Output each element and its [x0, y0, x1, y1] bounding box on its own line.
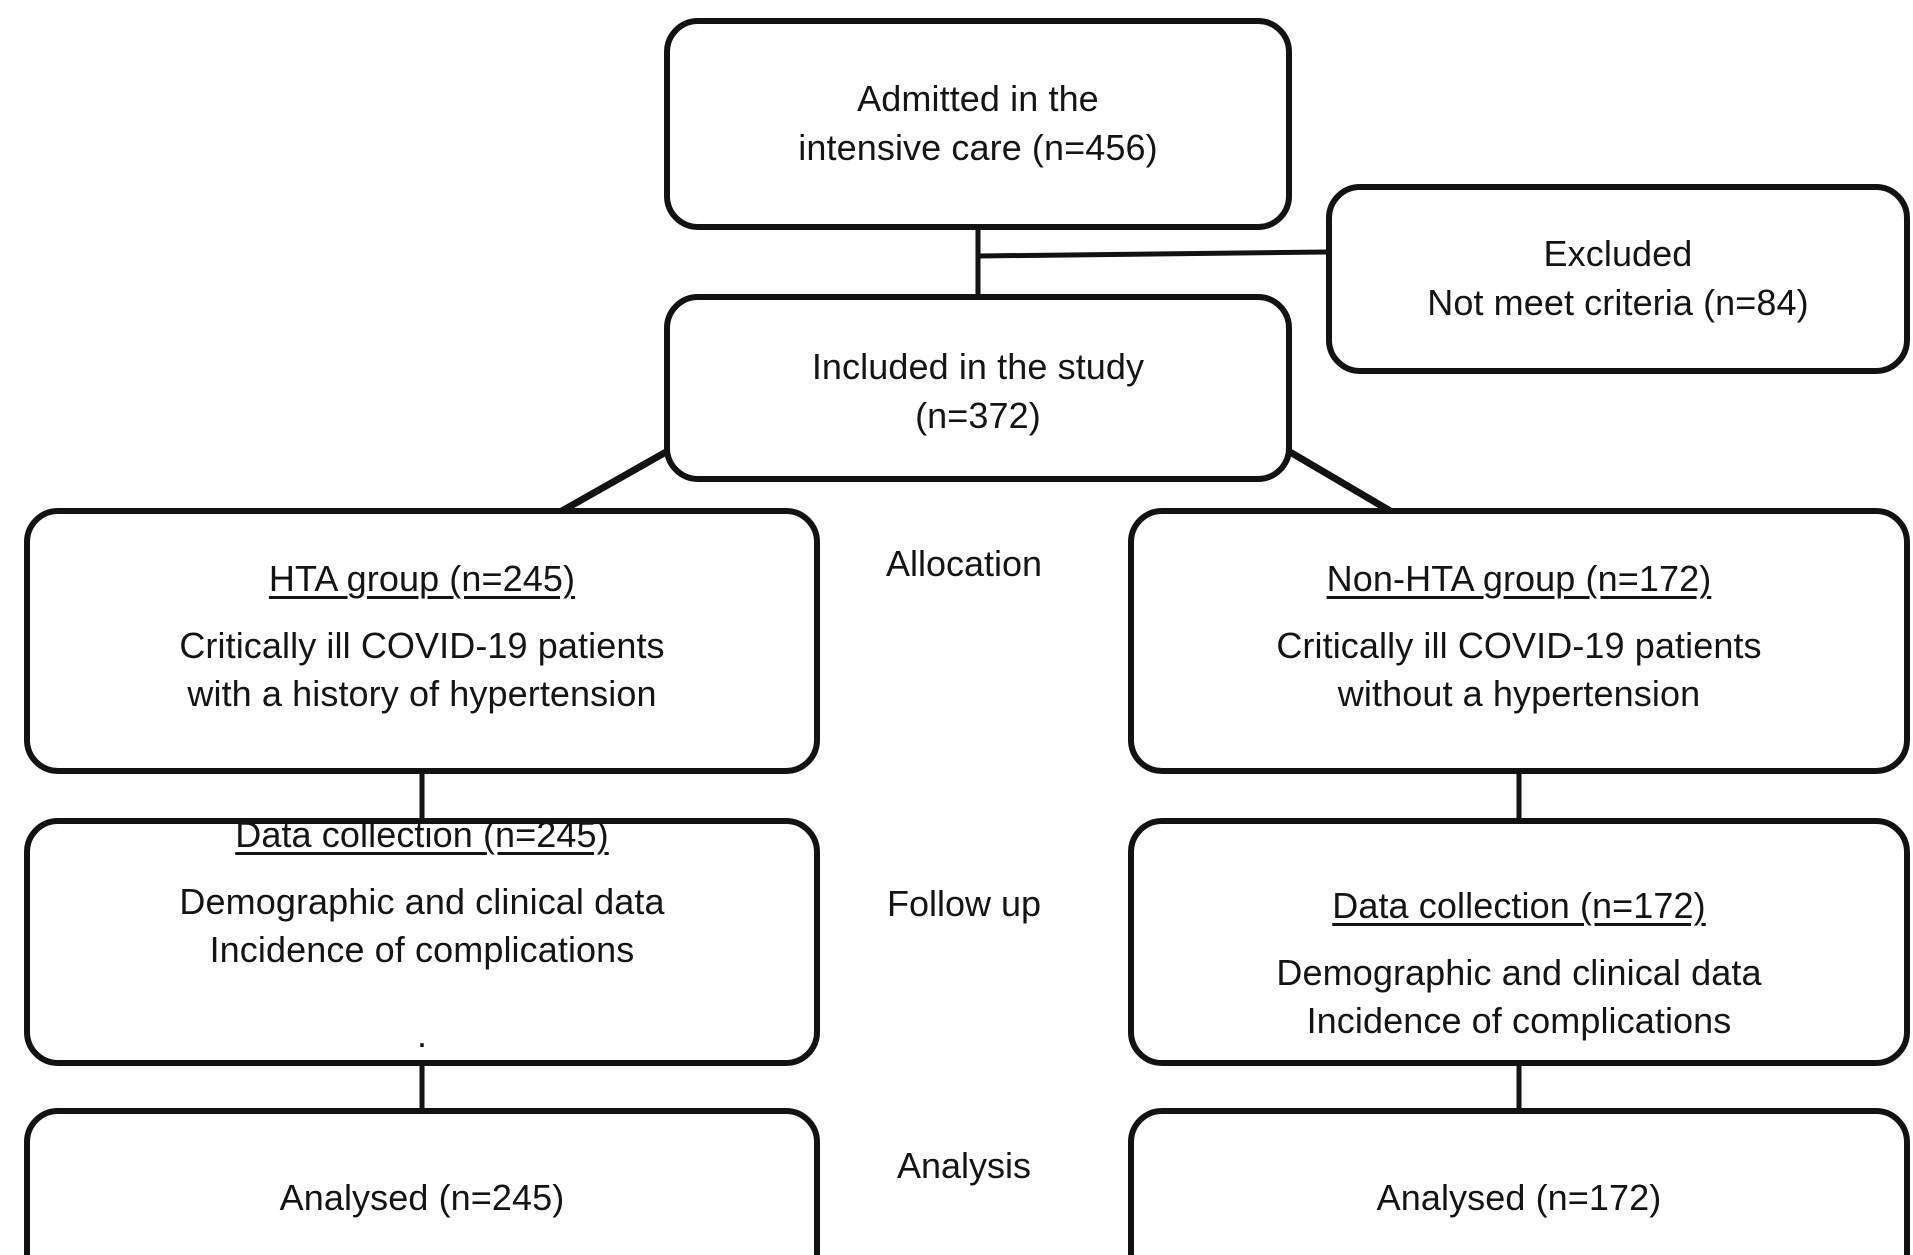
node-included-line-2: (n=372)	[915, 395, 1041, 436]
node-data-collection-non-hta-heading: Data collection (n=172)	[1332, 885, 1706, 927]
stage-label-analysis: Analysis	[896, 1145, 1032, 1186]
node-hta-group-line-1: Critically ill COVID-19 patients	[179, 624, 665, 666]
node-analysed-non-hta: Analysed (n=172)	[1128, 1108, 1910, 1255]
node-data-collection-hta-heading: Data collection (n=245)	[235, 814, 609, 856]
spacer	[179, 860, 664, 878]
node-data-collection-non-hta-line-2: Incidence of complications	[1306, 1000, 1732, 1042]
spacer	[1276, 931, 1761, 949]
connector-included-to-nonhta	[1288, 448, 1394, 516]
connector-included-to-hta	[558, 448, 668, 516]
node-data-collection-hta-line-2: Incidence of complications	[209, 929, 635, 971]
node-admitted-line-2: intensive care (n=456)	[798, 127, 1158, 168]
node-data-collection-non-hta: Data collection (n=172) Demographic and …	[1128, 818, 1910, 1066]
stage-label-allocation: Allocation	[885, 543, 1043, 584]
node-included-line-1: Included in the study	[811, 346, 1145, 388]
stray-mark: .	[416, 1013, 427, 1055]
node-excluded: Excluded Not meet criteria (n=84)	[1326, 184, 1910, 374]
node-non-hta-group-line-1: Critically ill COVID-19 patients	[1276, 624, 1762, 666]
node-analysed-non-hta-line-1: Analysed (n=172)	[1376, 1176, 1662, 1218]
node-hta-group-line-2: with a history of hypertension	[187, 673, 657, 715]
node-excluded-line-1: Excluded	[1543, 233, 1693, 275]
node-hta-group-heading: HTA group (n=245)	[268, 558, 576, 600]
node-non-hta-group: Non-HTA group (n=172) Critically ill COV…	[1128, 508, 1910, 774]
node-analysed-hta-line-1: Analysed (n=245)	[279, 1176, 565, 1218]
node-hta-group: HTA group (n=245) Critically ill COVID-1…	[24, 508, 820, 774]
node-included-in-study: Included in the study (n=372)	[664, 294, 1292, 482]
node-admitted-line-1: Admitted in the	[857, 78, 1099, 120]
connector-excluded-branch	[977, 249, 1327, 259]
node-excluded-line-2: Not meet criteria (n=84)	[1427, 282, 1809, 323]
stage-label-follow-up: Follow up	[886, 883, 1042, 924]
node-analysed-hta: Analysed (n=245)	[24, 1108, 820, 1255]
node-non-hta-group-line-2: without a hypertension	[1337, 673, 1701, 715]
spacer	[179, 604, 664, 622]
node-data-collection-non-hta-line-1: Demographic and clinical data	[1276, 951, 1762, 993]
node-data-collection-hta: Data collection (n=245) Demographic and …	[24, 814, 820, 1066]
node-admitted-intensive-care: Admitted in the intensive care (n=456)	[664, 18, 1292, 230]
spacer	[1276, 604, 1761, 622]
node-non-hta-group-heading: Non-HTA group (n=172)	[1326, 558, 1712, 600]
node-data-collection-hta-line-1: Demographic and clinical data	[179, 880, 665, 922]
